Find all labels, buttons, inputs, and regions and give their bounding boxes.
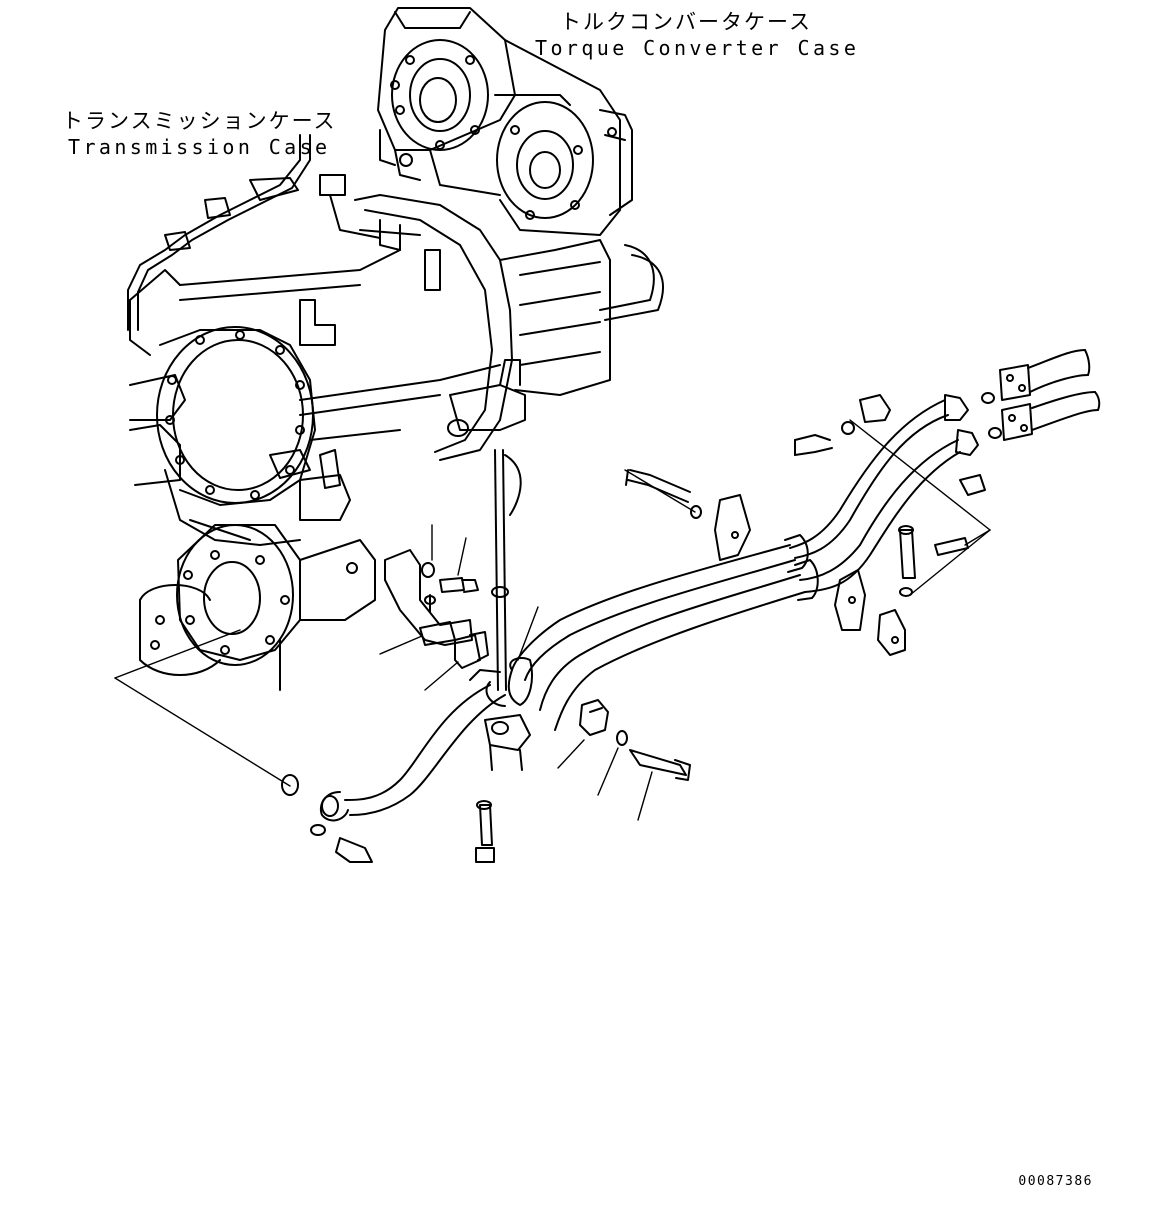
leader-lines (114, 419, 991, 821)
drawing-number: 00087386 (1018, 1174, 1093, 1189)
brackets (384, 394, 986, 736)
bolts-and-washers (281, 421, 969, 863)
center-fittings (269, 359, 526, 691)
cooler-hoses (320, 349, 1101, 822)
torque-converter-case (377, 7, 633, 236)
transmission-case (129, 194, 611, 691)
torque-converter-label-en: Torque Converter Case (535, 36, 860, 60)
transmission-label-en: Transmission Case (68, 135, 331, 159)
wiring-harness (127, 134, 664, 331)
transmission-label-jp: トランスミッションケース (62, 109, 337, 133)
torque-converter-label-jp: トルクコンバータケース (560, 10, 812, 34)
